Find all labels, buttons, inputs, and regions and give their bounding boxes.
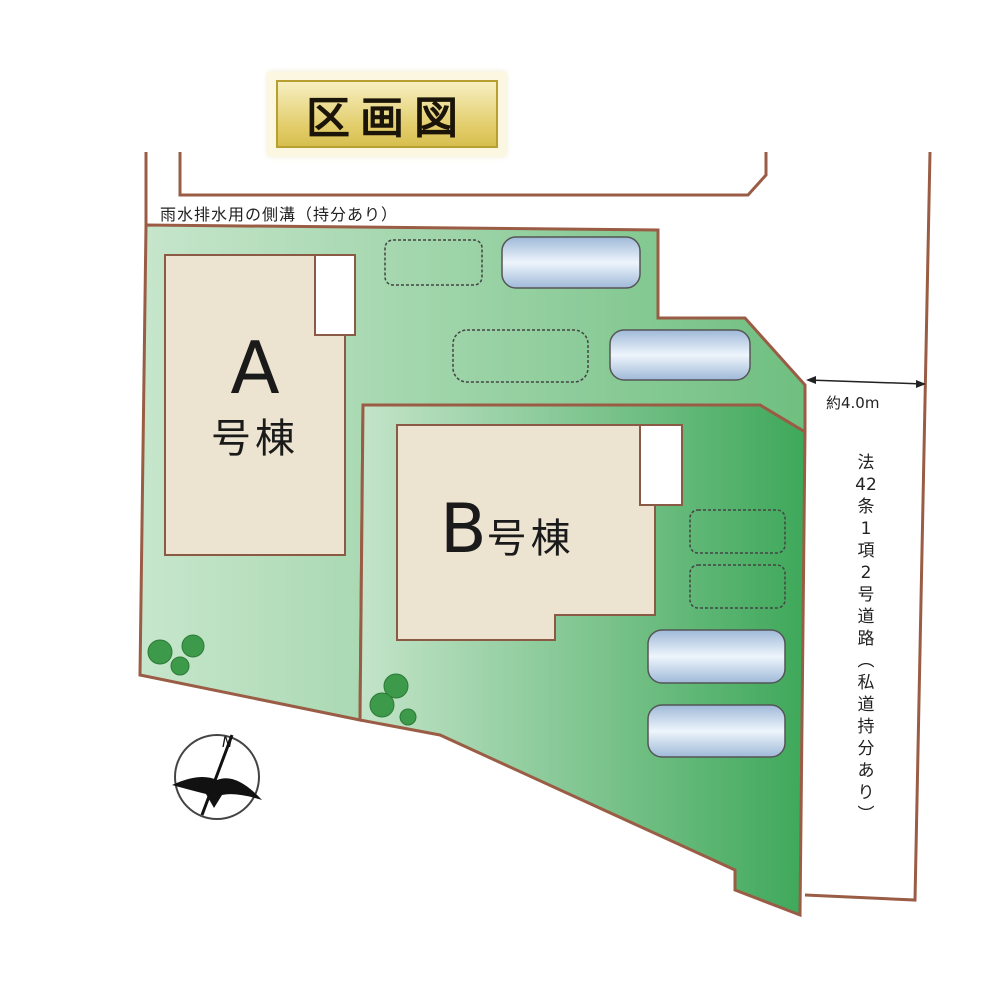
parking-car bbox=[501, 236, 786, 758]
drain-label: 雨水排水用の側溝（持分あり） bbox=[160, 205, 399, 224]
north-compass-icon: N bbox=[172, 734, 262, 820]
building-b-letter: B bbox=[440, 490, 487, 569]
building-a-suffix: 号棟 bbox=[211, 416, 299, 462]
drain-channel bbox=[178, 152, 768, 197]
width-arrow bbox=[807, 379, 925, 385]
compass-north-label: N bbox=[222, 735, 233, 751]
building-a-letter: A bbox=[230, 326, 280, 410]
building-b-label: B号棟 bbox=[440, 490, 575, 569]
building-a-entrance bbox=[314, 254, 356, 336]
parking-car-outline bbox=[384, 239, 786, 609]
tree-icon bbox=[147, 634, 417, 726]
title-plate: 区画図 bbox=[268, 72, 506, 156]
road-boundary bbox=[804, 151, 932, 902]
page-title: 区画図 bbox=[306, 93, 468, 144]
building-b-entrance bbox=[639, 424, 683, 506]
building-b-suffix: 号棟 bbox=[486, 516, 575, 562]
road-width-label: 約4.0m bbox=[826, 394, 880, 412]
building-a-label: A 号棟 bbox=[165, 330, 345, 464]
